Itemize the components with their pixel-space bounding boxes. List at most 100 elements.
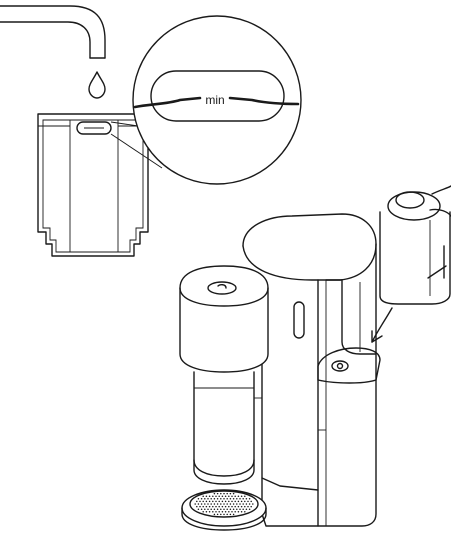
drip-tray-hole <box>218 495 220 497</box>
magnifier-detail: min <box>132 15 302 185</box>
drip-tray-hole <box>248 503 251 505</box>
drip-tray-hole <box>237 511 240 513</box>
drip-tray-hole <box>242 498 244 500</box>
drip-tray-hole <box>226 513 228 516</box>
drip-tray-hole <box>215 500 217 503</box>
drip-tray-hole <box>221 511 224 513</box>
drip-tray-hole <box>213 508 216 510</box>
drip-tray-hole <box>202 511 204 513</box>
drip-tray-hole <box>200 503 203 505</box>
drip-tray-hole <box>234 505 236 508</box>
drip-tray-hole <box>223 513 225 516</box>
drip-tray-hole <box>200 508 203 510</box>
drip-tray-hole <box>231 495 233 497</box>
drip-tray-hole <box>212 495 214 497</box>
drip-tray-hole <box>197 508 200 510</box>
drip-tray-hole <box>244 505 246 508</box>
drip-tray-hole <box>239 503 241 505</box>
drip-tray-hole <box>221 505 224 508</box>
drip-tray-hole <box>226 498 228 500</box>
drip-tray-hole <box>232 498 235 500</box>
drip-tray-hole <box>199 500 201 503</box>
drip-tray-hole <box>226 503 228 505</box>
drip-tray-hole <box>224 511 227 513</box>
drip-tray-hole <box>208 511 211 513</box>
drip-tray-hole <box>221 495 224 497</box>
drip-tray-hole <box>213 513 216 516</box>
drip-tray-hole <box>216 498 219 500</box>
drip-tray-hole <box>223 508 225 510</box>
drip-tray-hole <box>218 505 220 508</box>
drip-tray-hole <box>232 503 235 505</box>
drip-tray-hole <box>224 505 227 508</box>
drip-tray-hole <box>240 495 243 497</box>
drip-tray-hole <box>208 505 211 508</box>
drip-tray-hole <box>232 513 235 516</box>
water-tank <box>37 113 149 257</box>
drip-tray-hole <box>240 505 243 508</box>
drip-tray-hole <box>247 505 249 508</box>
drip-tray-hole <box>220 498 222 500</box>
drip-tray-hole <box>212 511 214 513</box>
drip-tray-hole <box>244 511 246 513</box>
drip-tray-hole <box>228 505 230 508</box>
drip-tray-hole <box>229 498 232 500</box>
water-drop-icon <box>88 71 106 99</box>
drip-tray-hole <box>212 505 214 508</box>
drip-tray-hole <box>245 503 248 505</box>
drip-tray-hole <box>242 503 244 505</box>
drip-tray-hole <box>223 498 225 500</box>
drip-tray-hole <box>236 498 238 500</box>
drip-tray-hole <box>213 498 216 500</box>
drip-tray-hole <box>220 503 222 505</box>
drip-tray-hole <box>207 503 209 505</box>
drip-tray-hole <box>237 500 240 503</box>
drip-tray-holes <box>194 492 254 516</box>
drip-tray-hole <box>234 500 236 503</box>
drip-tray-hole <box>242 508 244 510</box>
drip-tray-hole <box>248 498 251 500</box>
drip-tray-hole <box>213 492 216 495</box>
drip-tray-hole <box>200 498 203 500</box>
drip-tray-hole <box>202 505 204 508</box>
drip-tray-hole <box>245 498 248 500</box>
drip-tray-hole <box>216 508 219 510</box>
drip-tray-hole <box>237 495 240 497</box>
drip-tray-hole <box>213 503 216 505</box>
drip-tray-hole <box>229 508 232 510</box>
drip-tray-hole <box>218 511 220 513</box>
drip-tray <box>181 489 267 531</box>
drip-tray-hole <box>248 508 251 510</box>
drip-tray-hole <box>194 503 196 505</box>
drip-tray-hole <box>240 500 243 503</box>
faucet <box>0 5 106 59</box>
drip-tray-hole <box>220 513 222 516</box>
drip-tray-hole <box>226 492 228 495</box>
soda-maker-body <box>242 213 377 527</box>
drip-tray-hole <box>207 508 209 510</box>
drip-tray-hole <box>234 495 236 497</box>
drip-tray-hole <box>228 495 230 497</box>
drip-tray-hole <box>228 500 230 503</box>
min-level-label: min <box>205 93 224 107</box>
drip-tray-hole <box>216 492 219 495</box>
drip-tray-hole <box>197 503 200 505</box>
drip-tray-hole <box>204 498 206 500</box>
drip-tray-hole <box>204 508 206 510</box>
drip-tray-hole <box>215 511 217 513</box>
drip-tray-hole <box>196 500 198 503</box>
drip-tray-hole <box>220 508 222 510</box>
carbonation-bottle <box>179 265 269 485</box>
drip-tray-hole <box>226 508 228 510</box>
drip-tray-hole <box>236 508 238 510</box>
drip-tray-hole <box>229 492 232 495</box>
drip-tray-hole <box>221 500 224 503</box>
drip-tray-hole <box>205 511 208 513</box>
drip-tray-hole <box>228 511 230 513</box>
drip-tray-hole <box>205 495 208 497</box>
drip-tray-hole <box>223 492 225 495</box>
drip-tray-hole <box>210 503 212 505</box>
drip-tray-hole <box>197 498 200 500</box>
drip-tray-hole <box>231 505 233 508</box>
